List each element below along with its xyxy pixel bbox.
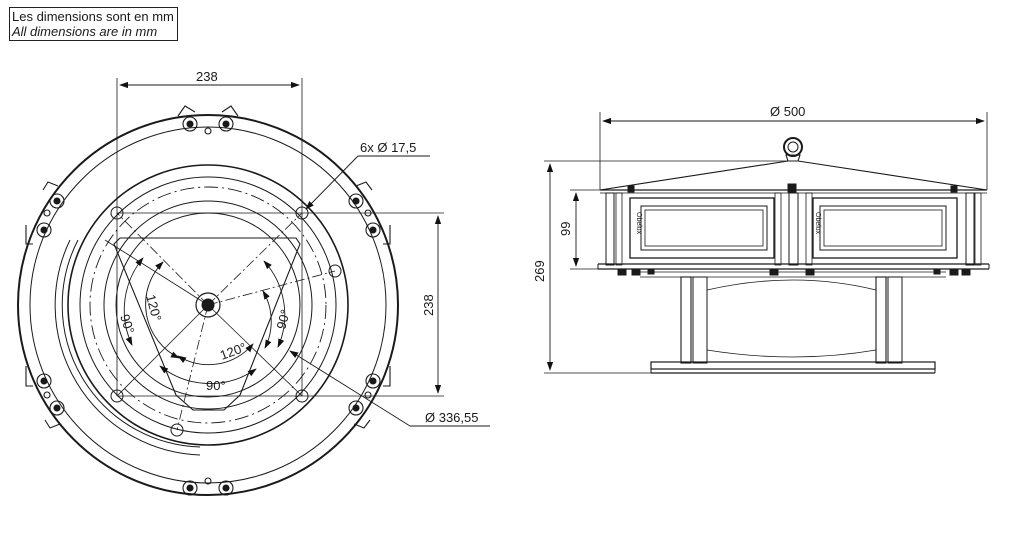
hole — [170, 423, 184, 437]
outer-ring-outer — [17, 114, 399, 496]
bolt-circle-dim: Ø 336,55 — [425, 410, 479, 425]
dim-box-height: 99 — [558, 222, 573, 236]
base-plate — [650, 361, 936, 370]
angle-label-90-bottom: 90° — [206, 378, 226, 393]
brand-text-left: Obelux — [635, 212, 642, 235]
hole — [110, 389, 124, 403]
hole-callout: 6x Ø 17,5 — [360, 140, 416, 155]
support-pillar-right — [875, 276, 887, 364]
plate-inner-2 — [103, 200, 313, 410]
dim-total-height: 269 — [532, 260, 547, 282]
light-housing-right — [812, 197, 958, 259]
bolt-circle-line — [89, 186, 327, 424]
support-pillar-left — [680, 276, 692, 364]
outer-ring-inner — [29, 126, 387, 484]
light-housing-left — [629, 197, 775, 259]
ring-bolts — [25, 105, 391, 496]
lifting-eye — [783, 137, 803, 157]
units-note-fr: Les dimensions sont en mm — [12, 9, 174, 24]
hole — [328, 264, 342, 278]
brand-text-right: Obelux — [814, 212, 821, 235]
dim-overall-diameter: Ø 500 — [770, 104, 805, 119]
units-note-en: All dimensions are in mm — [12, 24, 158, 39]
dim-hole-spacing-y: 238 — [421, 294, 436, 316]
top-view — [17, 78, 490, 496]
side-view — [544, 112, 990, 374]
angle-label-90-left: 90° — [117, 312, 137, 335]
units-note: Les dimensions sont en mm All dimensions… — [9, 7, 178, 41]
plate-inner-1 — [79, 176, 337, 434]
plate-circle — [67, 164, 349, 446]
angle-label-90-right: 90° — [273, 308, 293, 331]
dim-hole-spacing-x: 238 — [196, 69, 218, 84]
angle-label-120-left: 120° — [143, 293, 164, 323]
